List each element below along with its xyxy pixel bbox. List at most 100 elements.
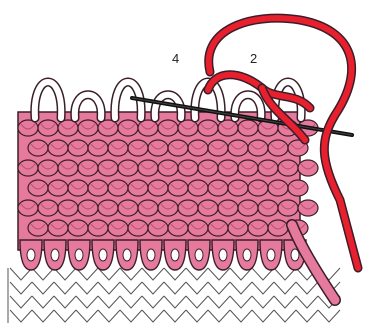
knit-stitch xyxy=(98,160,118,176)
rib-stitch xyxy=(142,310,164,322)
rib-stitch xyxy=(252,282,274,294)
knit-stitch xyxy=(38,160,58,176)
knit-stitch xyxy=(28,220,48,236)
knit-stitch xyxy=(118,160,138,176)
knit-stitch xyxy=(108,220,128,236)
knit-stitch xyxy=(148,180,168,196)
rib-stitch xyxy=(164,310,186,322)
bottom-loop-hole xyxy=(195,249,203,261)
knit-stitch xyxy=(118,200,138,216)
rib-stitch xyxy=(186,310,208,322)
rib-stitch xyxy=(208,310,230,322)
knit-stitch xyxy=(58,160,78,176)
bottom-loop-hole xyxy=(171,249,179,261)
knit-stitch xyxy=(248,220,268,236)
knit-stitch xyxy=(198,200,218,216)
bottom-loop-hole xyxy=(267,249,275,261)
bottom-loop-hole xyxy=(99,249,107,261)
rib-stitch xyxy=(76,296,98,308)
rib-stitch xyxy=(120,268,142,280)
knit-stitch xyxy=(258,200,278,216)
knit-stitch xyxy=(258,160,278,176)
knit-stitch xyxy=(138,160,158,176)
knit-stitch xyxy=(238,160,258,176)
knit-stitch xyxy=(48,140,68,156)
knit-stitch xyxy=(78,160,98,176)
rib-stitch xyxy=(10,282,32,294)
rib-stitch xyxy=(10,310,32,322)
knit-stitch xyxy=(168,180,188,196)
knit-stitch xyxy=(148,220,168,236)
rib-stitch xyxy=(296,296,318,308)
knit-stitch xyxy=(278,160,298,176)
rib-stitch xyxy=(76,282,98,294)
bottom-loop-hole xyxy=(243,249,251,261)
rib-stitch xyxy=(208,268,230,280)
knit-stitch xyxy=(248,140,268,156)
knit-stitch xyxy=(48,220,68,236)
step-label-2: 2 xyxy=(250,51,257,66)
knit-stitch xyxy=(218,200,238,216)
knit-stitch xyxy=(238,200,258,216)
knit-stitch xyxy=(78,200,98,216)
knit-stitch xyxy=(28,180,48,196)
rib-stitch xyxy=(98,296,120,308)
knit-stitch xyxy=(28,140,48,156)
knit-stitch xyxy=(228,140,248,156)
rib-stitch xyxy=(120,296,142,308)
rib-stitch xyxy=(186,296,208,308)
knit-stitch xyxy=(238,120,258,136)
rib-stitch xyxy=(164,296,186,308)
knit-stitch xyxy=(18,160,38,176)
rib-stitch xyxy=(252,296,274,308)
rib-stitch xyxy=(208,296,230,308)
bottom-loop-hole xyxy=(51,249,59,261)
knit-stitch xyxy=(208,220,228,236)
rib-stitch xyxy=(274,310,296,322)
ribbing-section xyxy=(8,268,340,323)
knit-stitch xyxy=(68,220,88,236)
rib-stitch xyxy=(120,310,142,322)
knit-stitch xyxy=(58,200,78,216)
knit-stitch xyxy=(88,180,108,196)
knit-stitch xyxy=(38,120,58,136)
knit-stitch xyxy=(108,140,128,156)
rib-stitch xyxy=(54,282,76,294)
rib-stitch xyxy=(98,282,120,294)
knit-stitch xyxy=(128,220,148,236)
knit-stitch xyxy=(188,220,208,236)
knit-stitch xyxy=(218,160,238,176)
rib-stitch xyxy=(142,282,164,294)
knit-stitch xyxy=(128,180,148,196)
knit-stitch xyxy=(48,180,68,196)
knit-stitch xyxy=(78,120,98,136)
knit-stitch xyxy=(178,200,198,216)
bottom-loop-hole xyxy=(75,249,83,261)
knit-stitch xyxy=(268,180,288,196)
knit-stitch xyxy=(288,180,308,196)
rib-stitch xyxy=(32,282,54,294)
knit-stitch xyxy=(108,180,128,196)
rib-stitch xyxy=(186,282,208,294)
rib-stitch xyxy=(274,282,296,294)
knit-stitch xyxy=(278,200,298,216)
rib-stitch xyxy=(274,296,296,308)
rib-stitch xyxy=(230,282,252,294)
rib-stitch xyxy=(54,310,76,322)
knit-stitch xyxy=(158,120,178,136)
knit-stitch xyxy=(298,160,318,176)
knit-stitch xyxy=(38,200,58,216)
knit-stitch xyxy=(168,140,188,156)
rib-stitch xyxy=(54,296,76,308)
knit-stitch xyxy=(158,200,178,216)
rib-stitch xyxy=(296,282,318,294)
knit-stitch xyxy=(88,220,108,236)
knit-stitch xyxy=(298,200,318,216)
knit-stitch xyxy=(268,220,288,236)
knit-stitch xyxy=(228,220,248,236)
rib-stitch xyxy=(98,310,120,322)
knit-stitch xyxy=(178,160,198,176)
rib-stitch xyxy=(32,268,54,280)
knit-stitch xyxy=(98,200,118,216)
bottom-loop-hole xyxy=(123,249,131,261)
